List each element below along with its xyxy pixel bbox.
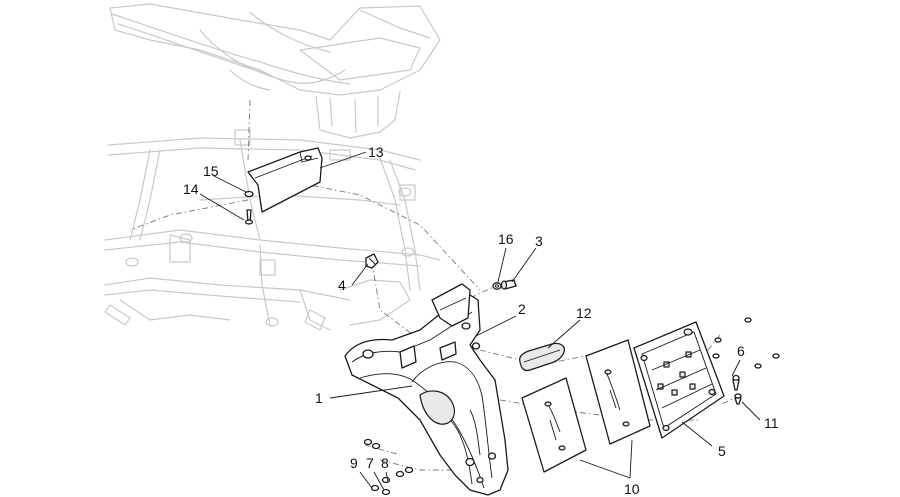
part-1-rear-mudguard xyxy=(344,283,509,496)
callout-14: 14 xyxy=(183,181,199,197)
leader-lines xyxy=(199,151,761,491)
part-5-plate-bracket xyxy=(633,321,725,439)
leader-5 xyxy=(681,421,713,447)
callout-12: 12 xyxy=(576,305,592,321)
part-3-16-bolt-washer xyxy=(492,279,517,290)
callout-5: 5 xyxy=(718,443,726,459)
callout-13: 13 xyxy=(368,144,384,160)
leader-13 xyxy=(319,151,367,169)
part-13-splash-guard xyxy=(247,147,323,213)
leader-12 xyxy=(547,319,581,349)
callout-10: 10 xyxy=(624,481,640,497)
leader-15 xyxy=(213,175,247,193)
callout-11: 11 xyxy=(764,415,779,431)
leader-11 xyxy=(741,401,761,421)
callout-8: 8 xyxy=(381,455,389,471)
part-6-11-screws xyxy=(712,317,780,405)
callout-9: 9 xyxy=(350,455,358,471)
callout-7: 7 xyxy=(366,455,374,471)
callout-1: 1 xyxy=(315,390,323,406)
part-10-pads xyxy=(521,339,651,473)
callout-labels: 13 15 14 4 16 3 2 12 1 6 11 5 10 9 7 8 xyxy=(183,144,779,497)
leader-2 xyxy=(475,315,517,337)
callout-2: 2 xyxy=(518,301,526,317)
callout-6: 6 xyxy=(737,343,745,359)
leader-4 xyxy=(351,263,369,286)
ghost-frame xyxy=(104,129,441,331)
callout-3: 3 xyxy=(535,233,543,249)
part-12-reflector xyxy=(519,342,565,372)
ghost-body-shell xyxy=(109,3,441,139)
leader-16 xyxy=(497,247,507,283)
callout-4: 4 xyxy=(338,277,346,293)
leader-6 xyxy=(731,359,741,377)
callout-16: 16 xyxy=(498,231,514,247)
leader-3 xyxy=(511,247,537,283)
leader-14 xyxy=(199,193,245,221)
leader-10 xyxy=(579,439,633,479)
leader-7-8-9 xyxy=(359,471,389,491)
leader-1 xyxy=(329,385,413,399)
part-14-15-screw-washer xyxy=(244,190,254,225)
callout-15: 15 xyxy=(203,163,219,179)
part-4-clip xyxy=(365,253,379,269)
